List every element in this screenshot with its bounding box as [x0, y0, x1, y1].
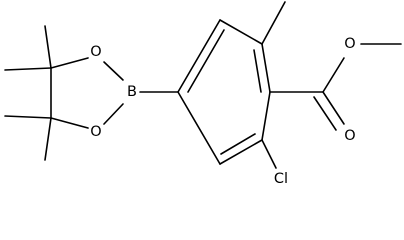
atom-o-ring-upper: O: [90, 44, 101, 60]
atom-chlorine: Cl: [274, 171, 288, 187]
bond-ring-5-inner: [220, 133, 256, 155]
bond-c-o-upper: [50, 57, 89, 69]
bond-o-b-upper: [103, 61, 124, 81]
bond-ring-1: [177, 19, 221, 93]
atom-boron: B: [127, 84, 137, 100]
bond-ring-3: [261, 43, 271, 93]
bond-c-o-double-1: [322, 91, 345, 125]
bond-ring-5: [219, 139, 263, 165]
bond-ring-4: [261, 91, 271, 141]
atom-o-carbonyl: O: [344, 128, 355, 144]
bond-aryl-chlorine: [261, 139, 277, 169]
atom-o-ester: O: [344, 36, 355, 52]
bond-ring-3-inner: [253, 49, 262, 93]
bond-c-o-single: [322, 57, 345, 93]
bond-methyl-4: [44, 117, 52, 161]
bond-aryl-methyl: [261, 1, 286, 45]
bond-ring-6: [177, 91, 221, 165]
bond-methyl-2: [4, 67, 52, 71]
bond-c-o-double-2: [313, 96, 337, 131]
bond-ring-2: [219, 19, 263, 45]
bond-methyl-3: [4, 115, 52, 119]
bond-ring-1-inner: [187, 29, 225, 93]
bond-o-b-lower: [103, 103, 124, 125]
atom-o-ring-lower: O: [90, 124, 101, 140]
bond-c-o-lower: [50, 117, 89, 129]
molecule-structure: O O B O O Cl: [4, 1, 402, 187]
bond-methyl-1: [44, 25, 52, 69]
